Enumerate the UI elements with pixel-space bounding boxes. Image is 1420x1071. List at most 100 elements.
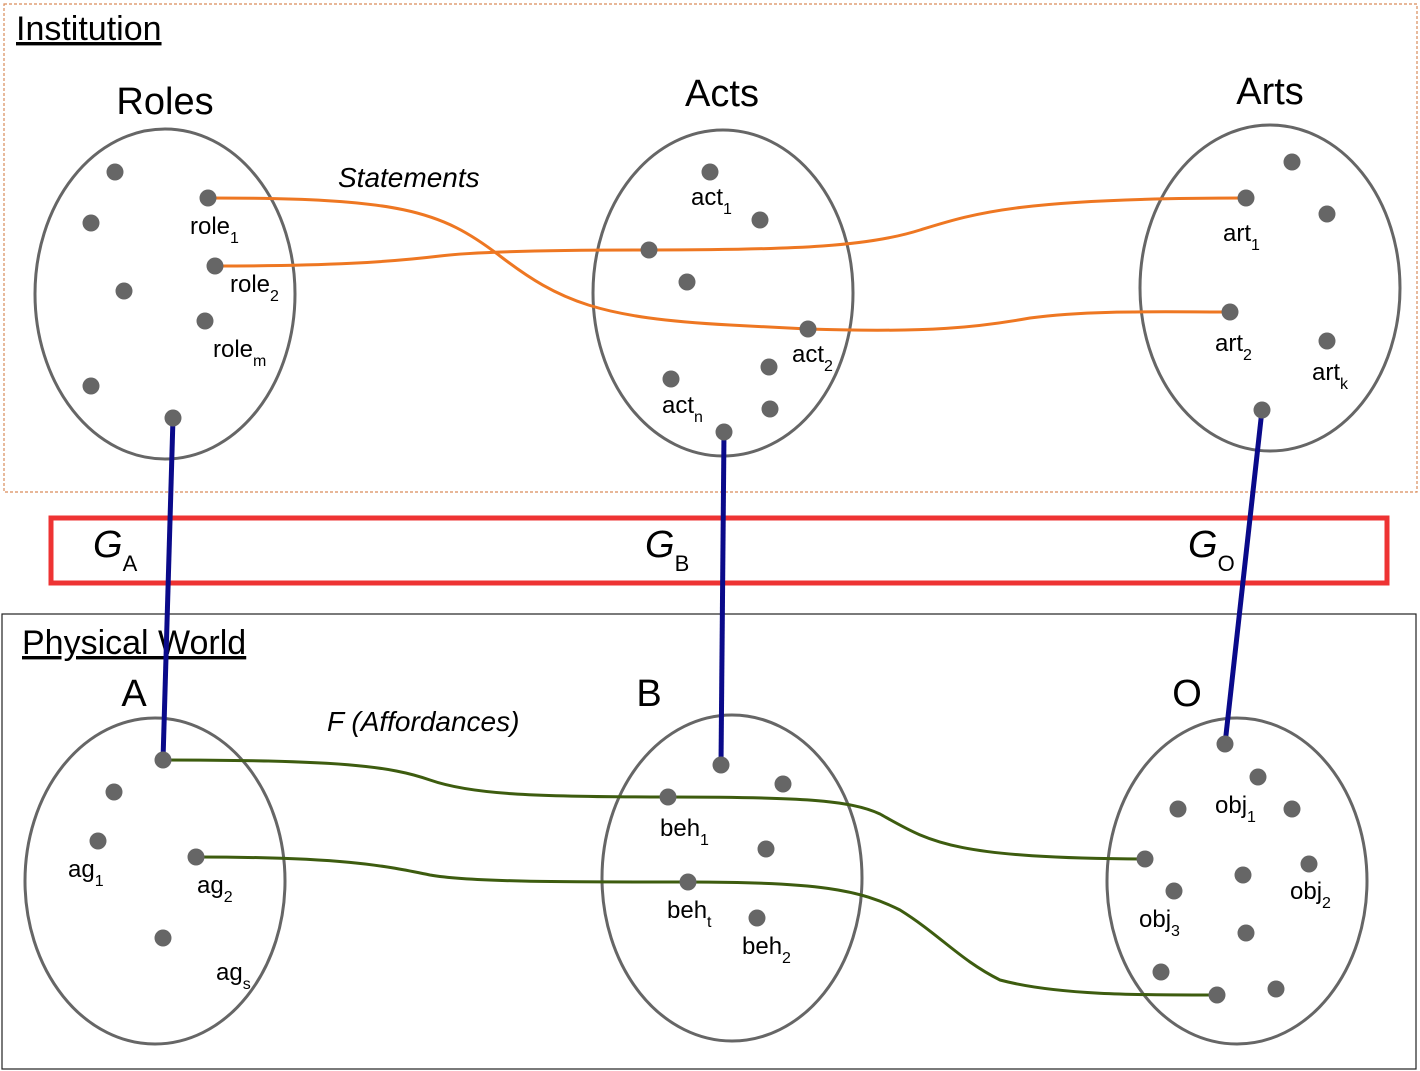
set-member-dot — [1237, 924, 1255, 942]
set-member-dot — [196, 312, 214, 330]
set-member-dot — [1152, 963, 1170, 981]
set-member-dot — [760, 358, 778, 376]
arts-members — [1221, 153, 1336, 419]
set-member-dot — [1249, 768, 1267, 786]
set-member-dot — [206, 257, 224, 275]
grounding-b-label: GB — [645, 524, 689, 576]
set-member-dot — [187, 848, 205, 866]
set-member-dot — [1208, 986, 1226, 1004]
physical-world-frame — [1, 613, 1417, 1070]
roles-set-title: Roles — [116, 81, 213, 123]
agents-members — [89, 751, 205, 947]
grounding-line-roles-agents — [160, 417, 176, 761]
institution-frame — [3, 3, 1418, 493]
act-2-label: act2 — [792, 341, 833, 375]
set-member-dot — [1300, 855, 1318, 873]
objects-set — [1105, 716, 1369, 1046]
set-member-dot — [1237, 189, 1255, 207]
set-member-dot — [679, 873, 697, 891]
art-2-label: art2 — [1215, 330, 1252, 364]
grounding-line-arts-objects — [1222, 409, 1265, 745]
set-member-dot — [712, 756, 730, 774]
grounding-band — [48, 515, 1390, 586]
acts-set-title: Acts — [685, 73, 759, 115]
set-member-dot — [1318, 205, 1336, 223]
set-member-dot — [1318, 332, 1336, 350]
set-member-dot — [154, 751, 172, 769]
role-2-label: role2 — [230, 271, 279, 305]
set-member-dot — [761, 400, 779, 418]
agents-set — [23, 716, 287, 1046]
set-member-dot — [1267, 980, 1285, 998]
set-member-dot — [1253, 401, 1271, 419]
institution-title: Institution — [16, 10, 162, 48]
grounding-o-label: GO — [1188, 524, 1235, 576]
set-member-dot — [751, 211, 769, 229]
set-member-dot — [89, 832, 107, 850]
agent-2-label: ag2 — [197, 872, 233, 906]
set-member-dot — [82, 214, 100, 232]
arts-set-title: Arts — [1236, 71, 1304, 113]
behaviours-members — [659, 756, 792, 927]
affordance-link-ag-beh1-obj — [162, 758, 1146, 861]
physical-world-title: Physical World — [22, 624, 246, 662]
set-member-dot — [1283, 800, 1301, 818]
act-n-label: actn — [662, 392, 703, 426]
set-member-dot — [164, 409, 182, 427]
behaviours-set-title: B — [636, 673, 661, 715]
set-member-dot — [1221, 303, 1239, 321]
set-member-dot — [659, 788, 677, 806]
set-member-dot — [1165, 882, 1183, 900]
agent-1-label: ag1 — [68, 856, 104, 890]
behaviours-set — [600, 713, 864, 1043]
object-2-label: obj2 — [1290, 878, 1331, 912]
roles-members — [82, 163, 224, 427]
role-1-label: role1 — [190, 213, 239, 247]
set-member-dot — [115, 282, 133, 300]
objects-members — [1136, 735, 1318, 1004]
set-member-dot — [757, 840, 775, 858]
arts-set — [1138, 123, 1402, 453]
set-member-dot — [640, 241, 658, 259]
art-k-label: artk — [1312, 359, 1349, 393]
object-3-label: obj3 — [1139, 906, 1180, 940]
acts-set — [591, 128, 855, 458]
set-member-dot — [662, 370, 680, 388]
object-1-label: obj1 — [1215, 792, 1256, 826]
set-member-dot — [154, 929, 172, 947]
roles-set — [33, 127, 297, 461]
set-member-dot — [715, 423, 733, 441]
behaviour-2-label: beh2 — [742, 933, 791, 967]
set-member-dot — [1216, 735, 1234, 753]
statements-label: Statements — [338, 162, 480, 193]
set-member-dot — [106, 163, 124, 181]
affordance-link-ag2-beht-obj — [195, 855, 1218, 997]
set-member-dot — [701, 163, 719, 181]
agent-s-label: ags — [216, 959, 251, 993]
agents-set-title: A — [121, 673, 147, 715]
set-member-dot — [774, 775, 792, 793]
role-m-label: rolem — [213, 336, 266, 370]
set-member-dot — [799, 320, 817, 338]
set-member-dot — [748, 909, 766, 927]
behaviour-1-label: beh1 — [660, 815, 709, 849]
set-member-dot — [105, 783, 123, 801]
grounding-a-label: GA — [93, 524, 138, 576]
set-member-dot — [678, 273, 696, 291]
set-member-dot — [1169, 800, 1187, 818]
art-1-label: art1 — [1223, 220, 1260, 254]
grounding-line-acts-behaviours — [718, 431, 727, 766]
set-member-dot — [82, 377, 100, 395]
set-member-dot — [199, 189, 217, 207]
statement-link-role2-act-art1 — [214, 196, 1247, 268]
affordances-label: F (Affordances) — [327, 706, 519, 737]
behaviour-t-label: beht — [667, 897, 712, 931]
statement-link-role1-act2-art2 — [207, 196, 1231, 332]
act-1-label: act1 — [691, 184, 732, 218]
objects-set-title: O — [1172, 673, 1202, 715]
set-member-dot — [1136, 850, 1154, 868]
acts-members — [640, 163, 817, 441]
set-member-dot — [1283, 153, 1301, 171]
set-member-dot — [1234, 866, 1252, 884]
